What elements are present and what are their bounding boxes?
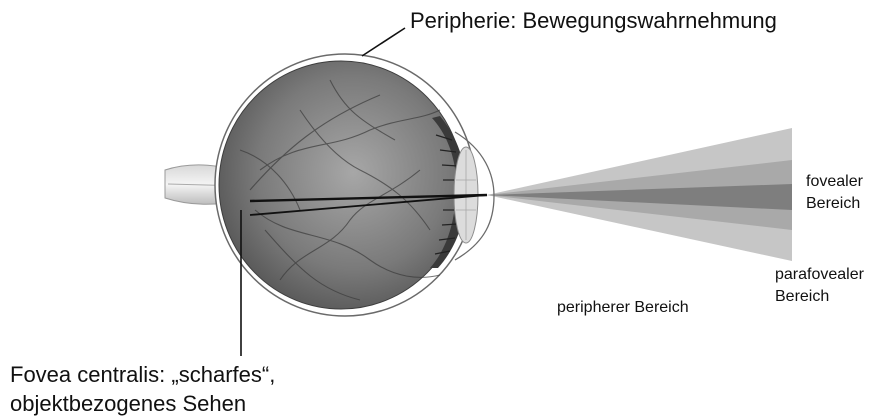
peripheral-area-label: peripherer Bereich <box>557 298 689 317</box>
foveal-label-line-2: Bereich <box>806 193 863 215</box>
fovea-label-line-1: Fovea centralis: „scharfes“, <box>10 360 275 389</box>
periphery-motion-label: Peripherie: Bewegungswahrnehmung <box>410 8 777 34</box>
fovea-centralis-label: Fovea centralis: „scharfes“, objektbezog… <box>10 360 275 418</box>
periphery-pointer-line <box>362 28 405 56</box>
fovea-label-line-2: objektbezogenes Sehen <box>10 389 275 418</box>
parafoveal-label-line-1: parafovealer <box>775 264 864 286</box>
foveal-area-label: fovealer Bereich <box>806 171 863 215</box>
parafoveal-label-line-2: Bereich <box>775 286 864 308</box>
parafoveal-area-label: parafovealer Bereich <box>775 264 864 308</box>
foveal-label-line-1: fovealer <box>806 171 863 193</box>
